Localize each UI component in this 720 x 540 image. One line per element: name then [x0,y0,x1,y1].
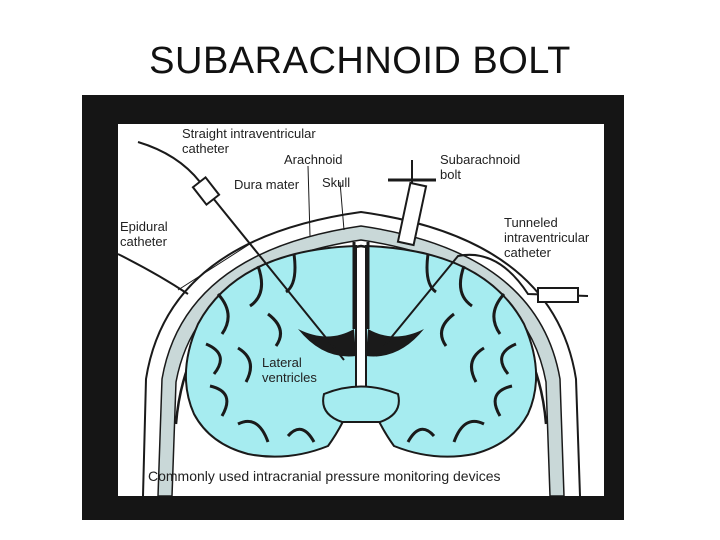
label-lateral-ventricles: Lateral ventricles [262,355,317,385]
figure-caption: Commonly used intracranial pressure moni… [148,469,501,484]
label-tunneled-catheter: Tunneled intraventricular catheter [504,215,589,260]
brain-cross-section-illustration [118,124,604,496]
label-arachnoid: Arachnoid [284,152,343,167]
subarachnoid-bolt-body [398,183,426,245]
epidural-catheter-line [118,254,188,294]
icp-diagram: Straight intraventricular catheter Arach… [118,124,604,496]
label-subarachnoid-bolt: Subarachnoid bolt [440,152,520,182]
label-skull: Skull [322,175,350,190]
label-epidural-catheter: Epidural catheter [120,219,168,249]
label-dura-mater: Dura mater [234,177,299,192]
tunneled-catheter-connector [538,288,578,302]
slide-title: SUBARACHNOID BOLT [0,40,720,83]
brainstem [323,387,399,423]
